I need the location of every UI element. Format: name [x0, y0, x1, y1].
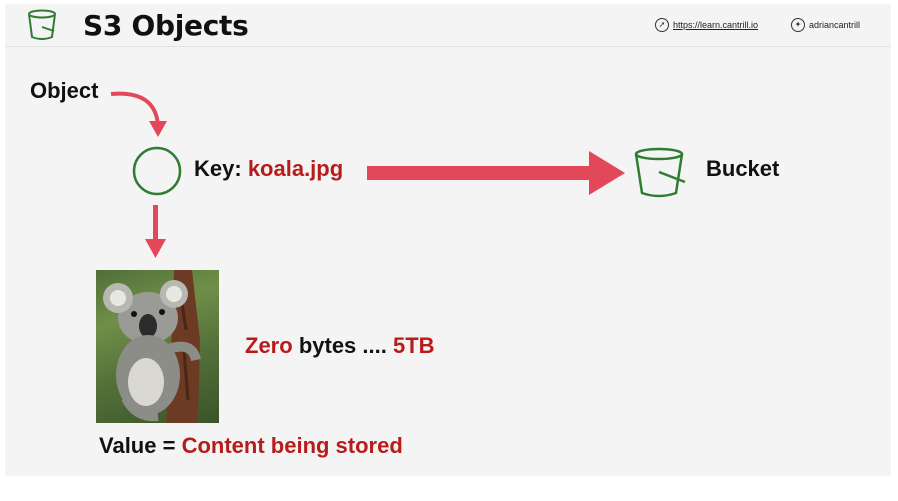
size-mid: bytes ....	[298, 333, 387, 358]
bucket-icon	[634, 147, 686, 198]
right-arrow-head	[589, 151, 625, 195]
twitter-icon: ✦	[791, 18, 805, 32]
circle-icon	[132, 146, 182, 196]
size-max: 5TB	[392, 333, 435, 358]
key-label: Key: koala.jpg	[194, 156, 343, 182]
site-url[interactable]: https://learn.cantrill.io	[673, 20, 759, 30]
diagram-canvas	[110, 91, 686, 258]
bucket-icon	[28, 9, 56, 40]
koala-photo	[96, 270, 219, 423]
right-arrow-shaft	[367, 166, 591, 180]
twitter-handle[interactable]: adriancantrill	[809, 20, 861, 30]
page-title: S3 Objects	[83, 9, 249, 42]
bucket-label: Bucket	[706, 156, 780, 181]
key-prefix: Key:	[194, 156, 242, 181]
down-arrow-shaft	[153, 205, 158, 241]
compass-icon: ➚	[655, 18, 669, 32]
object-curve-arrow	[110, 91, 160, 126]
object-arrow-head	[149, 121, 167, 137]
object-label: Object	[30, 78, 99, 103]
site-link[interactable]: ➚ https://learn.cantrill.io	[655, 17, 758, 33]
value-prefix: Value =	[99, 433, 176, 458]
down-arrow-head	[145, 239, 166, 258]
size-min: Zero	[245, 333, 293, 358]
value-text: Content being stored	[181, 433, 403, 458]
key-value: koala.jpg	[247, 156, 344, 181]
twitter-link[interactable]: ✦ adriancantrill	[791, 17, 860, 33]
slide-header: S3 Objects ➚ https://learn.cantrill.io ✦…	[5, 4, 891, 47]
slide: S3 Objects ➚ https://learn.cantrill.io ✦…	[5, 4, 891, 476]
value-description: Value = Content being stored	[99, 433, 403, 459]
size-range: Zero bytes .... 5TB	[245, 333, 435, 359]
